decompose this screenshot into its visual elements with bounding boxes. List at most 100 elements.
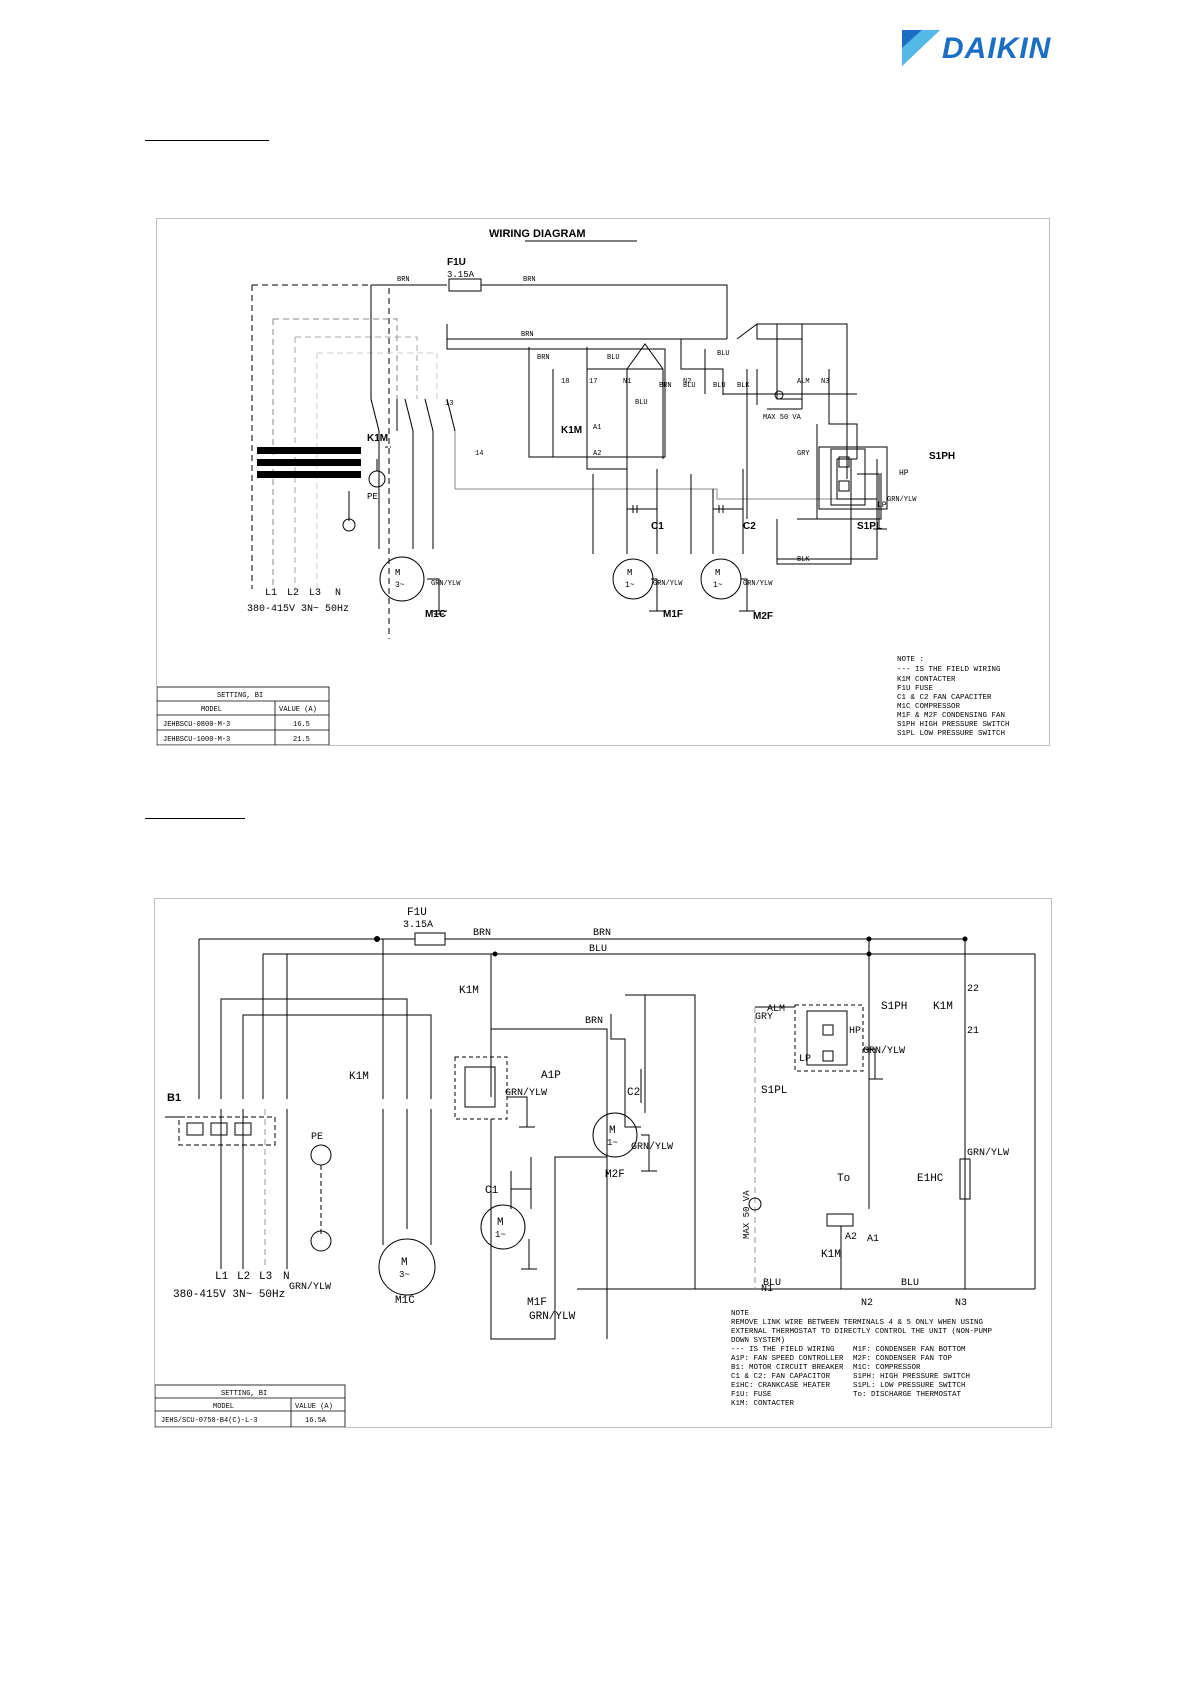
note-line: S1PH HIGH PRESSURE SWITCH — [897, 721, 1010, 729]
wire-grnylw: GRN/YLW — [289, 1281, 331, 1293]
terminal-13: 13 — [445, 400, 453, 408]
wire-blu: BLU — [717, 350, 730, 358]
motor-symbol: M — [627, 568, 632, 578]
note-line: M1C: COMPRESSOR — [853, 1364, 921, 1372]
section-heading-rule-2 — [145, 818, 245, 819]
motor-symbol: M — [401, 1257, 408, 1269]
note-line: M2F: CONDENSER FAN TOP — [853, 1355, 953, 1363]
wiring-diagram-2-svg: F1U 3.15A BRN BRN BLU BRN GRY BLU BLU GR… — [155, 907, 1036, 1427]
wire-grnylw: GRN/YLW — [431, 580, 461, 588]
terminal-n2: N2 — [683, 378, 691, 386]
fuse-name: F1U — [447, 257, 466, 268]
motor-symbol: M — [609, 1125, 616, 1137]
wire-blu: BLU — [635, 399, 648, 407]
lp-switch-label: S1PL — [857, 521, 882, 532]
wire-blk: BLK — [797, 556, 810, 564]
note-line: DOWN SYSTEM) — [731, 1337, 785, 1345]
wire-blu: BLU — [901, 1278, 919, 1289]
phase-l2: L2 — [237, 1271, 250, 1283]
alarm-label: ALM — [797, 378, 810, 386]
hp-switch-label: S1PH — [929, 451, 955, 462]
wire-brn: BRN — [593, 928, 611, 939]
note-line: K1M CONTACTER — [897, 676, 956, 684]
motor-symbol: M — [497, 1217, 504, 1229]
motor-phase: 3~ — [399, 1270, 410, 1280]
alarm-rating: MAX 50 VA — [763, 414, 802, 422]
note-line: REMOVE LINK WIRE BETWEEN TERMINALS 4 & 5… — [731, 1319, 984, 1327]
cap2-label: C2 — [743, 521, 756, 532]
daikin-logo: DAIKIN — [902, 28, 1084, 70]
contactor-label: K1M — [349, 1071, 369, 1083]
cap2-label: C2 — [627, 1087, 640, 1099]
setting-table-title: SETTING, BI — [217, 692, 263, 700]
alarm-label: ALM — [767, 1004, 785, 1015]
phase-l3: L3 — [309, 588, 321, 599]
wire-grnylw: GRN/YLW — [887, 496, 917, 504]
motor-symbol: M — [395, 568, 400, 578]
note-line: --- IS THE FIELD WIRING — [897, 666, 1001, 674]
note-line: M1C COMPRESSOR — [897, 703, 961, 711]
setting-table-1 — [157, 686, 330, 745]
setting-table-header: VALUE (A) — [279, 706, 317, 714]
contactor-label: K1M — [367, 433, 388, 444]
fuse-f1u-2: F1U 3.15A — [403, 907, 446, 946]
wire-brn: BRN — [473, 928, 491, 939]
wire-gry: GRY — [797, 450, 810, 458]
fuse-rating: 3.15A — [403, 920, 433, 931]
fan-controller-label: A1P — [541, 1070, 561, 1082]
lp-short: LP — [877, 501, 887, 510]
lp-switch-label: S1PL — [761, 1085, 787, 1097]
terminal-n1: N1 — [623, 378, 631, 386]
earth-label: PE — [311, 1132, 323, 1143]
setting-table-title: SETTING, BI — [221, 1390, 267, 1398]
wire-grnylw: GRN/YLW — [743, 580, 773, 588]
setting-table-cell: JEHBSCU-1000-M-3 — [163, 736, 230, 744]
wire-brn: BRN — [585, 1016, 603, 1027]
motor-phase: 1~ — [713, 581, 723, 590]
cap1-label: C1 — [651, 521, 664, 532]
hp-switch-label: S1PH — [881, 1001, 907, 1013]
heater-label: E1HC — [917, 1173, 944, 1185]
earth-label: PE — [367, 492, 378, 502]
contactor-coil-label: K1M — [561, 425, 582, 436]
note-line: B1: MOTOR CIRCUIT BREAKER — [731, 1364, 844, 1372]
terminal-a2: A2 — [593, 450, 601, 458]
note-line: S1PH: HIGH PRESSURE SWITCH — [853, 1373, 970, 1381]
note-line: K1M: CONTACTER — [731, 1400, 795, 1408]
contactor-aux-label-2: K1M — [933, 1001, 953, 1013]
motor-phase: 1~ — [607, 1138, 618, 1148]
wire-blu: BLU — [589, 944, 607, 955]
notes-1: NOTE : --- IS THE FIELD WIRING K1M CONTA… — [897, 656, 1010, 738]
wire-brn: BRN — [523, 276, 536, 284]
fan1-label: M1F — [663, 609, 683, 620]
wire-grnylw: GRN/YLW — [863, 1045, 905, 1057]
fan2-label: M2F — [753, 611, 773, 622]
setting-table-cell: 16.5A — [305, 1417, 327, 1425]
lp-short: LP — [799, 1054, 811, 1065]
note-line: EXTERNAL THERMOSTAT TO DIRECTLY CONTROL … — [731, 1328, 993, 1336]
thermostat-label: To — [837, 1173, 850, 1185]
wire-blu: BLU — [713, 382, 726, 390]
breaker-label: B1 — [167, 1092, 181, 1104]
fan1-label: M1F — [527, 1297, 547, 1309]
wire-blu: BLU — [763, 1278, 781, 1289]
setting-table-cell: JEHBSCU-0800-M-3 — [163, 721, 230, 729]
note-line: To: DISCHARGE THERMOSTAT — [853, 1391, 962, 1399]
wire-grnylw: GRN/YLW — [505, 1087, 547, 1099]
fuse-f1u: F1U 3.15A — [447, 257, 482, 292]
wire-grnylw: GRN/YLW — [653, 580, 683, 588]
wire-brn: BRN — [397, 276, 410, 284]
daikin-logo-icon — [902, 30, 940, 66]
phase-l3: L3 — [259, 1271, 272, 1283]
motor-phase: 1~ — [495, 1230, 506, 1240]
cap1-label: C1 — [485, 1185, 499, 1197]
note-line: M1F: CONDENSER FAN BOTTOM — [853, 1346, 966, 1354]
contactor-coil-label: K1M — [821, 1249, 841, 1261]
note-line: NOTE — [731, 1310, 750, 1318]
supply-voltage: 380-415V 3N~ 50Hz — [173, 1289, 285, 1301]
setting-table-header: MODEL — [213, 1403, 234, 1411]
supply-voltage: 380-415V 3N~ 50Hz — [247, 604, 349, 615]
fan2-label: M2F — [605, 1169, 625, 1181]
brand-name: DAIKIN — [942, 32, 1052, 65]
terminal-21: 21 — [967, 1026, 979, 1037]
